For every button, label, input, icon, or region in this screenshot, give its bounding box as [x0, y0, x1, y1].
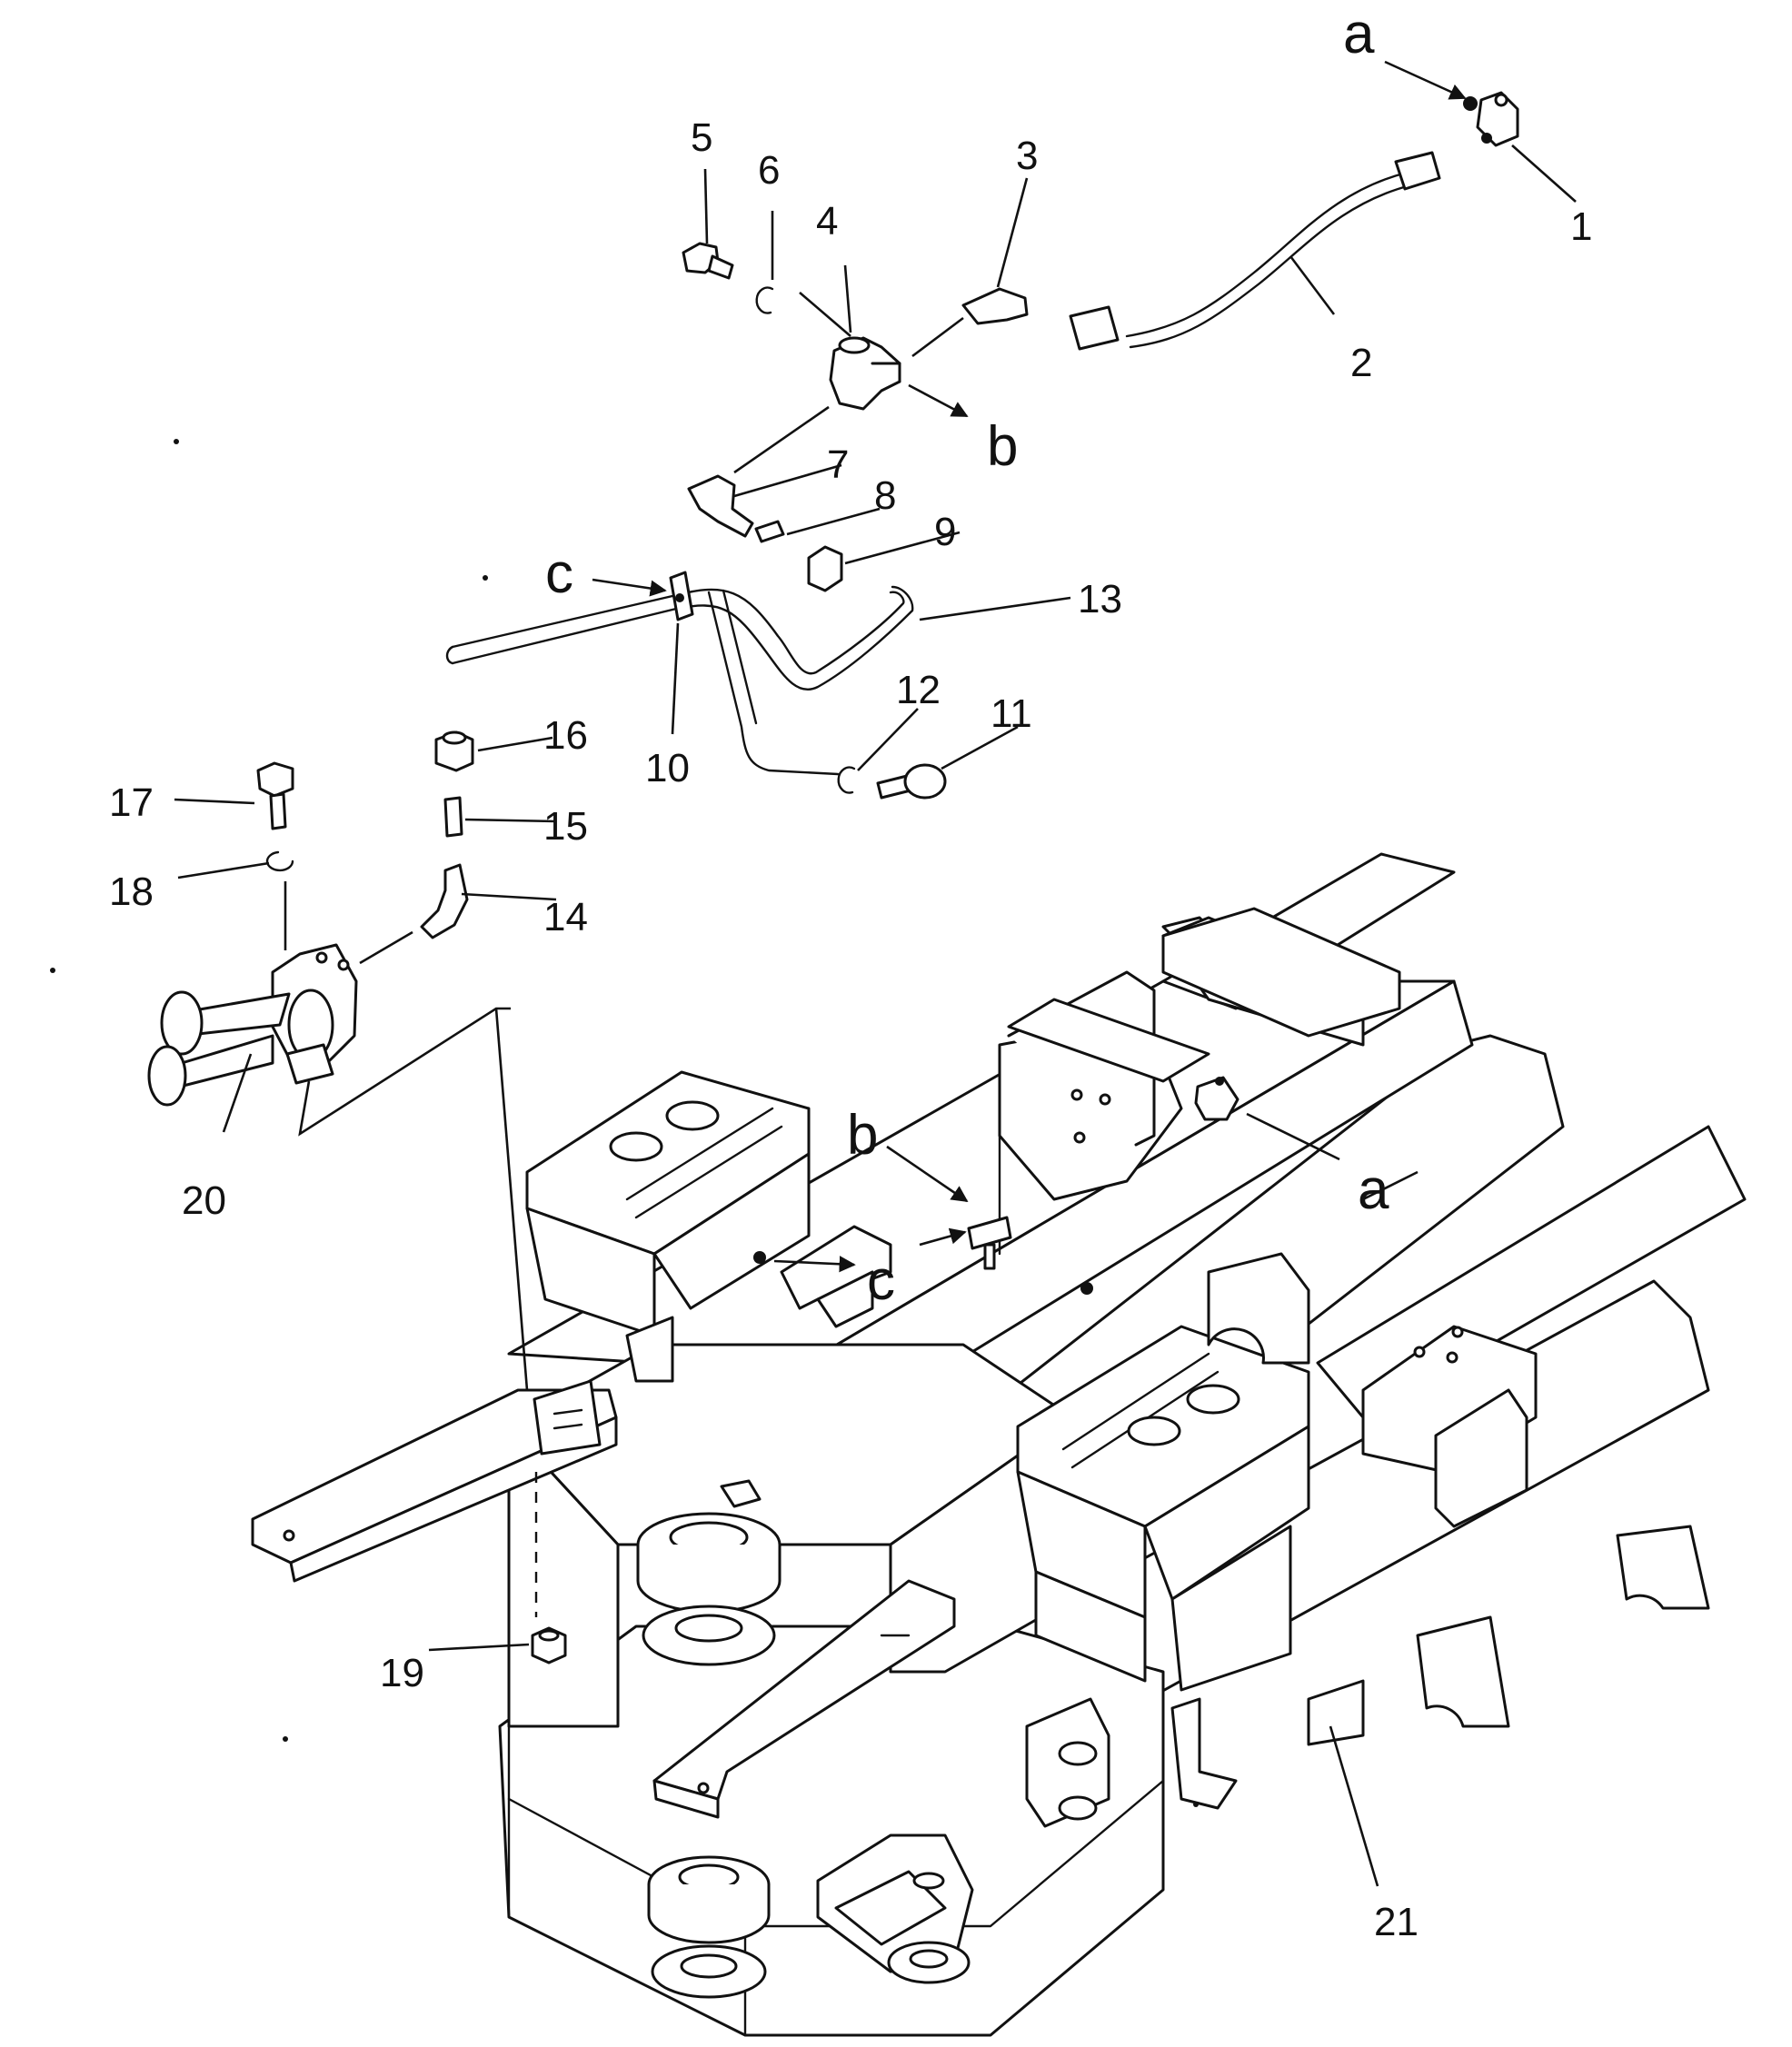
- ref-mark-b-top: b: [987, 415, 1018, 478]
- part-2-hose: [1069, 151, 1441, 351]
- right-support-block: [1016, 1325, 1310, 1692]
- part-15-nipple: [443, 796, 463, 838]
- ref-mark-c-frame: c: [867, 1249, 895, 1312]
- callout-13: 13: [1078, 577, 1122, 621]
- callout-8: 8: [874, 473, 896, 518]
- ref-mark-b-frame: b: [847, 1104, 878, 1167]
- callout-7: 7: [827, 442, 849, 487]
- callout-20: 20: [182, 1178, 226, 1223]
- callout-10: 10: [645, 746, 690, 790]
- callout-18: 18: [109, 869, 154, 914]
- callout-leaders: [174, 144, 1577, 1887]
- callout-1: 1: [1570, 204, 1592, 249]
- front-outrigger-arm: [652, 1579, 956, 1819]
- air-horn-assembly: [147, 943, 358, 1107]
- part-1-tee-fitting: [1463, 91, 1519, 147]
- part-17-bolt: [256, 761, 294, 830]
- part-10-clamp: [669, 571, 694, 621]
- callout-6: 6: [758, 148, 780, 193]
- callout-5: 5: [691, 115, 712, 160]
- frame-lower-arches: [1207, 1252, 1710, 1746]
- pivot-bracket: [816, 1833, 974, 1984]
- upper-mount-bracket: [998, 852, 1456, 1256]
- callout-15: 15: [543, 804, 588, 849]
- rear-box-bracket: [1361, 1325, 1538, 1528]
- ref-mark-a-top: a: [1343, 3, 1375, 65]
- callout-17: 17: [109, 780, 154, 825]
- ref-mark-a-frame: a: [1358, 1158, 1389, 1221]
- part-7-elbow: [687, 474, 754, 538]
- reference-arrows: [592, 60, 1467, 1273]
- side-ear-brackets: [1025, 1697, 1238, 1828]
- callout-14: 14: [543, 895, 588, 939]
- frame-fitting-a: [1194, 1076, 1239, 1121]
- callout-9: 9: [934, 510, 956, 554]
- part-16-nut: [434, 730, 474, 772]
- part-12-washer: [837, 766, 856, 794]
- callout-2: 2: [1350, 341, 1372, 385]
- part-5-bolt: [682, 242, 734, 280]
- part-13-pipe: [445, 585, 914, 776]
- reference-letters: a b c a b c: [545, 3, 1389, 1312]
- callout-11: 11: [991, 691, 1032, 736]
- part-6-washer: [755, 286, 774, 314]
- callout-19: 19: [380, 1651, 424, 1695]
- frame-right-rail: [1316, 1125, 1747, 1419]
- left-outrigger-arm: [251, 1379, 618, 1583]
- callout-16: 16: [543, 713, 588, 758]
- part-11-bolt: [876, 763, 947, 800]
- assembly-connection-lines: [284, 292, 964, 1617]
- stray-marks: [50, 439, 1199, 1807]
- callout-numbers: 1 2 3 4 5 6 7 8 9 10 11 12 13 14 15 16 1…: [109, 115, 1592, 1944]
- part-19-nut: [531, 1626, 567, 1664]
- frame-clip-b: [967, 1216, 1012, 1270]
- front-lower-boss: [647, 1855, 771, 1999]
- part-8-nipple: [754, 520, 785, 543]
- frame-bracket-c: [753, 1225, 1093, 1328]
- part-3-elbow: [961, 287, 1029, 325]
- callout-12: 12: [896, 668, 941, 712]
- center-bearing-boss: [636, 1479, 782, 1666]
- part-18-washer: [265, 850, 294, 872]
- callout-4: 4: [816, 199, 838, 243]
- callout-21: 21: [1374, 1900, 1419, 1944]
- part-9-nut: [807, 545, 843, 592]
- left-support-block: [525, 1070, 811, 1383]
- callout-3: 3: [1016, 134, 1038, 178]
- part-14-elbow: [420, 863, 469, 939]
- ref-mark-c-top: c: [545, 542, 573, 605]
- part-4-valve: [829, 336, 901, 411]
